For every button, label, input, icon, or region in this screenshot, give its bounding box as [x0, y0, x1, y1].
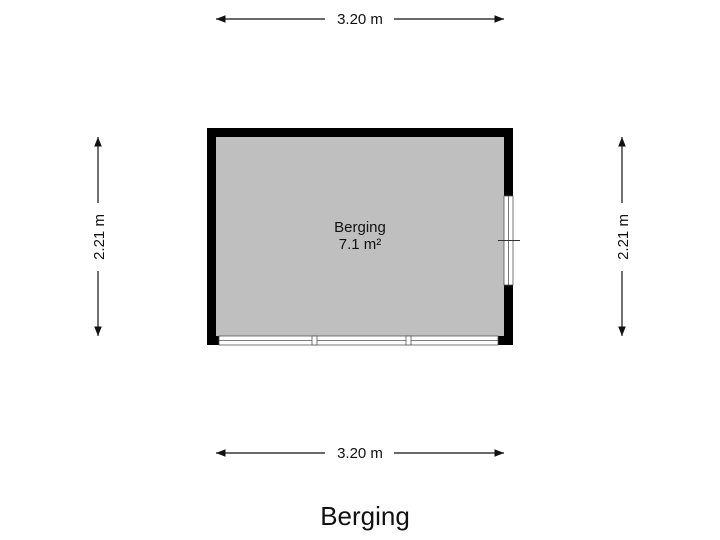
- room-name: Berging: [334, 219, 386, 236]
- wall-right-lower: [504, 285, 513, 345]
- dimension-bottom-label: 3.20 m: [337, 445, 383, 462]
- dimension-right-label: 2.21 m: [615, 214, 632, 260]
- window-bottom: [218, 335, 499, 346]
- window-mullion-2: [405, 335, 412, 346]
- dimension-top-label: 3.20 m: [337, 11, 383, 28]
- wall-right-upper: [504, 128, 513, 196]
- plan-title: Berging: [320, 501, 410, 531]
- window-right: [498, 195, 520, 286]
- dimension-right: 2.21 m: [615, 137, 632, 336]
- room-floor: [216, 137, 504, 336]
- wall-bottom-left-end: [207, 336, 219, 345]
- window-mullion-1: [311, 335, 318, 346]
- room-area: 7.1 m²: [339, 236, 382, 253]
- dimension-bottom: 3.20 m: [216, 445, 504, 462]
- dimension-left: 2.21 m: [91, 137, 108, 336]
- dimension-top: 3.20 m: [216, 11, 504, 28]
- wall-left: [207, 128, 216, 345]
- dimension-left-label: 2.21 m: [91, 214, 108, 260]
- walls: [207, 128, 513, 345]
- wall-bottom-right-end: [498, 336, 513, 345]
- wall-top: [207, 128, 513, 137]
